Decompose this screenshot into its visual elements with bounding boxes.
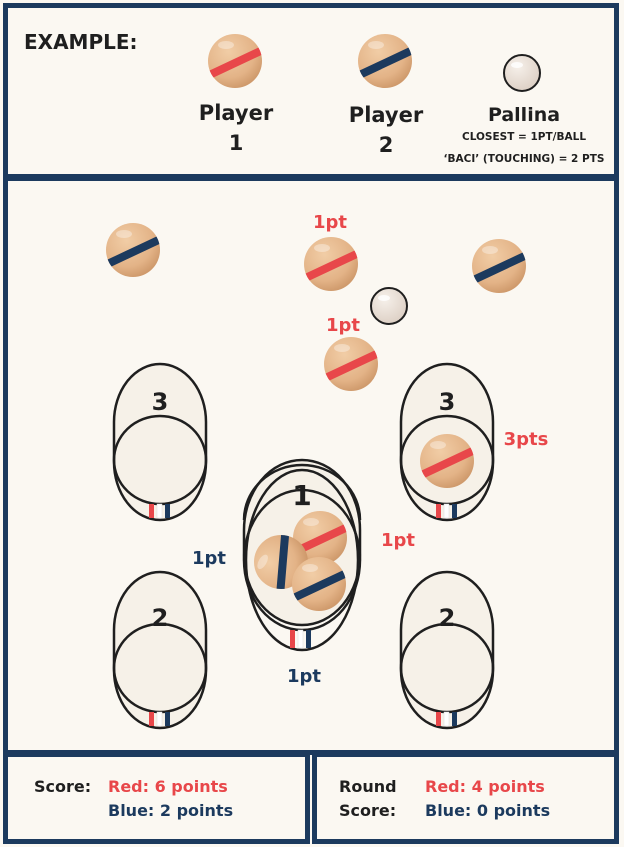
round-label-line1: Round — [339, 777, 397, 796]
legend-player1-line2: 1 — [228, 131, 244, 155]
target-1-number: 1 — [292, 479, 311, 512]
legend-player1-label: Player 1 — [186, 98, 286, 158]
red-ball-icon — [317, 337, 385, 391]
target-2-left — [112, 570, 208, 730]
legend-panel: EXAMPLE: Player 1 Player 2 Pallina CLOSE… — [3, 3, 619, 179]
target-3-right-number: 3 — [439, 388, 456, 416]
red-ball-icon — [297, 237, 365, 291]
point-label-3pts: 3pts — [504, 429, 549, 450]
legend-player2-line2: 2 — [378, 133, 394, 157]
score-panel: Score: Red: 6 points Blue: 2 points — [3, 752, 310, 844]
point-label-1pt-top: 1pt — [313, 212, 347, 233]
legend-player1-line1: Player — [198, 101, 274, 125]
legend-player2-label: Player 2 — [336, 100, 436, 160]
legend-title: EXAMPLE: — [24, 30, 138, 54]
target-2-right-number: 2 — [439, 604, 456, 632]
point-label-1pt-mid: 1pt — [326, 315, 360, 336]
blue-ball-icon — [465, 239, 533, 293]
point-label-1pt-left: 1pt — [192, 548, 226, 569]
target-3-left-number: 3 — [152, 388, 169, 416]
target-2-left-number: 2 — [152, 604, 169, 632]
score-red: Red: 6 points — [108, 777, 228, 796]
legend-player2-line1: Player — [348, 103, 424, 127]
field-drawing: 1 3 3 2 2 1pt 1pt — [0, 212, 549, 730]
legend-rule-baci: ‘BACI’ (TOUCHING) = 2 PTS — [443, 153, 605, 165]
legend-pallina-label: Pallina — [487, 104, 561, 126]
pallina-icon — [370, 287, 408, 325]
point-label-1pt-right: 1pt — [381, 530, 415, 551]
legend-rule-closest: CLOSEST = 1PT/BALL — [461, 131, 587, 143]
score-label: Score: — [34, 777, 92, 796]
point-label-1pt-bottom: 1pt — [287, 666, 321, 687]
blue-ball-icon — [99, 223, 167, 277]
round-blue: Blue: 0 points — [425, 801, 551, 820]
target-2-right — [399, 570, 495, 730]
round-label-line2: Score: — [339, 801, 397, 820]
score-blue: Blue: 2 points — [108, 801, 234, 820]
round-score-panel: Round Score: Red: 4 points Blue: 0 point… — [312, 752, 619, 844]
round-red: Red: 4 points — [425, 777, 545, 796]
